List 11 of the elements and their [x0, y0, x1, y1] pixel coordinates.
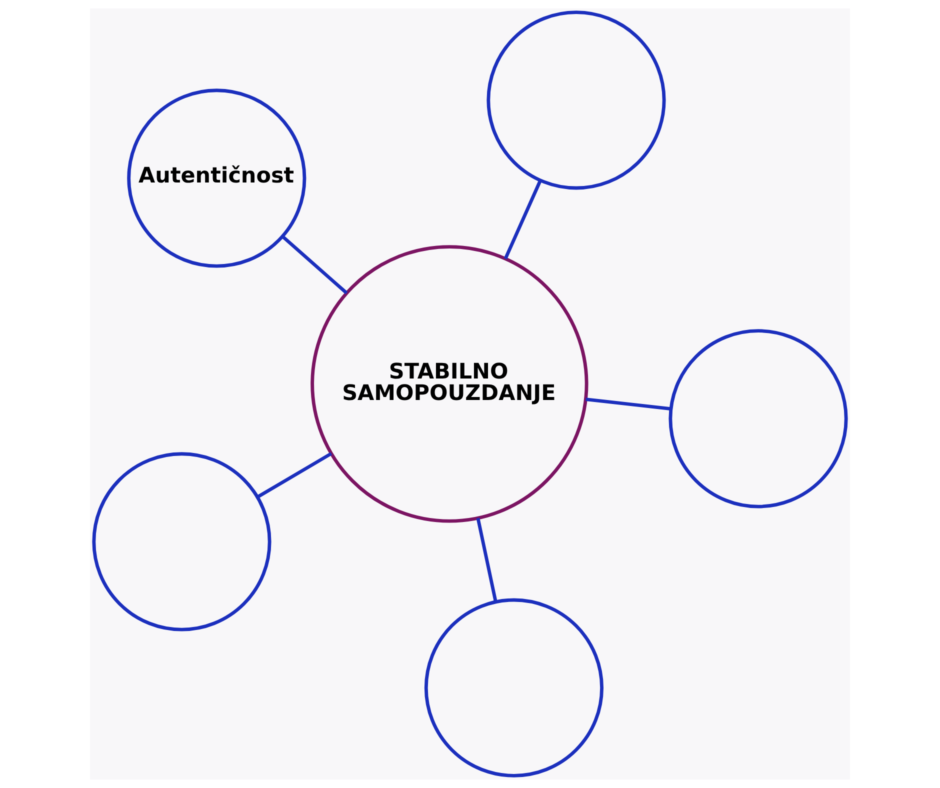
connector: [256, 452, 332, 498]
connector: [504, 180, 542, 260]
node-circle: [668, 329, 848, 508]
node-circle: [486, 10, 666, 190]
connector: [282, 235, 348, 294]
node-circle: Autentičnost: [127, 88, 306, 268]
node-circle: [92, 452, 272, 632]
node-circle: [424, 598, 604, 778]
connector: [586, 398, 671, 410]
connector: [476, 518, 498, 602]
node-circle: STABILNO SAMOPOUZDANJE: [310, 245, 588, 523]
